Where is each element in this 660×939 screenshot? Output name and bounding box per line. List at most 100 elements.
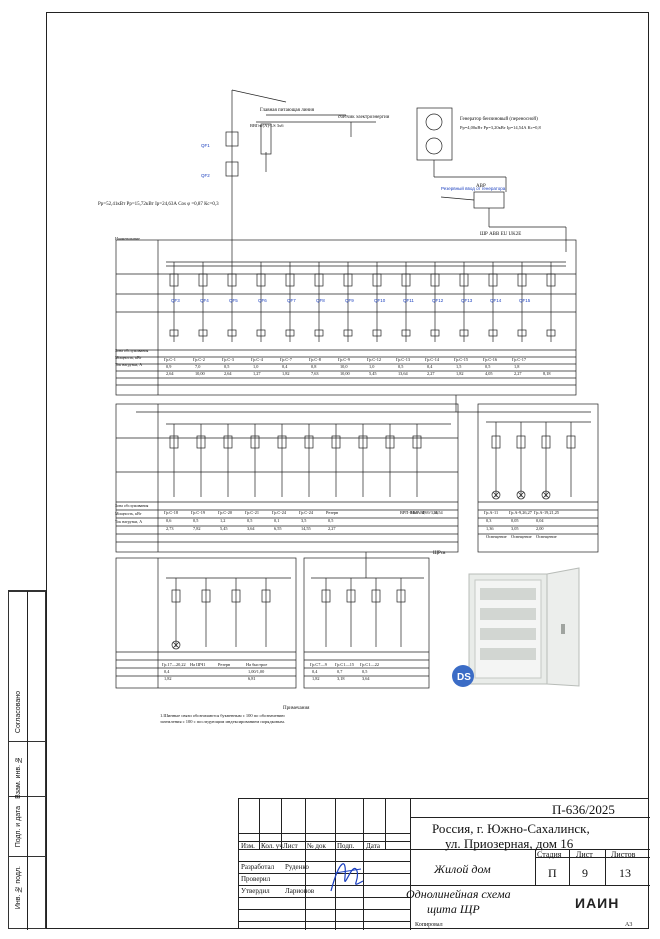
p1-current-cell: 2,27 <box>427 371 435 376</box>
abb-note: ШР АВВ EU UK2E <box>480 232 522 237</box>
p2-extra-cell: На АВР <box>411 510 426 515</box>
p3-power-cell: 0,3 <box>486 518 492 523</box>
p1-current-cell: 10,00 <box>340 371 350 376</box>
address-line1: Россия, г. Южно-Сахалинск, <box>432 821 590 836</box>
copied-label: Копировал <box>415 922 443 928</box>
p2-group-cell: Гр.С-24 <box>299 510 314 515</box>
format-label: А3 <box>625 922 633 928</box>
p1-row-label-zone: Зона обслуживания <box>115 348 149 353</box>
p1-current-cell: 13,64 <box>398 371 408 376</box>
p1-group-cell: Гр.С-4 <box>251 357 263 362</box>
p1-power-cell: 0,8 <box>311 364 317 369</box>
svg-text:QF13: QF13 <box>461 298 473 303</box>
p3-current-cell: 2,00 <box>536 526 544 531</box>
p2-extra-cell: ВРП-ВВВ <box>400 510 419 515</box>
notes-line1: 1.Шинные связи обозначаются буквенным с … <box>160 713 285 718</box>
p2-group-cell: Гр.С-20 <box>218 510 233 515</box>
p5-group-cell: Гр.С1—22 <box>360 662 380 667</box>
p2-group-cell: Резерв <box>326 510 339 515</box>
p1-power-cell: 1,5 <box>456 364 462 369</box>
rev-list: Лист <box>283 842 298 850</box>
p1-group-cell: Гр.С-15 <box>454 357 469 362</box>
p2-power-cell: 0,5 <box>193 518 199 523</box>
svg-text:QF11: QF11 <box>403 298 414 303</box>
building-name: Жилой дом <box>434 862 491 876</box>
p1-power-cell: 10,0 <box>340 364 348 369</box>
p5-current-cell: 3,64 <box>362 676 370 681</box>
notes-line2: заземления с 100 с последующим индексиро… <box>160 719 285 724</box>
p4-group-cell: На ШЧ1 <box>190 662 206 667</box>
svg-text:QF7: QF7 <box>287 298 296 303</box>
p5-group-cell: Гр.С7—9 <box>310 662 327 667</box>
cable-in-label: ВВГнг(А)-LS 3х6 <box>250 123 284 128</box>
p1-current-cell: 1,82 <box>456 371 464 376</box>
p1-row-label-current: Ток нагрузки, А <box>115 362 143 367</box>
p2-row-label-zone: Зона обслуживания <box>115 503 149 508</box>
p2-current-cell: 2,73 <box>166 526 174 531</box>
p4-current-cell: 1,82 <box>164 676 172 681</box>
totals-label: Рр=52,41кВт Рр=15,72кВт Ip=24,63А Cos φ … <box>98 202 219 207</box>
drawing-frame <box>46 12 649 929</box>
svg-text:QF9: QF9 <box>345 298 354 303</box>
p2-row-label-power: Мощность, кВт <box>115 511 142 516</box>
sheet-value: 9 <box>582 866 588 880</box>
p5-current-cell: 3,18 <box>337 676 345 681</box>
svg-text:QF12: QF12 <box>432 298 444 303</box>
svg-text:QF3: QF3 <box>171 298 180 303</box>
p1-power-cell: 0,9 <box>166 364 172 369</box>
svg-text:DS: DS <box>457 672 471 683</box>
p1-current-cell: 1,82 <box>282 371 290 376</box>
p1-group-cell: Гр.С-1 <box>164 357 176 362</box>
p1-current-cell: 8,18 <box>543 371 551 376</box>
name-approved: Ларионов <box>285 887 315 895</box>
p1-group-cell: Гр.С-8 <box>309 357 321 362</box>
p3-group-cell: Гр.А-11 <box>484 510 499 515</box>
p3-current-cell: 1,36 <box>486 526 494 531</box>
p5-power-cell: 0,5 <box>362 669 368 674</box>
svg-text:QF4: QF4 <box>200 298 209 303</box>
p2-current-cell: 7,82 <box>193 526 201 531</box>
p1-row-label-power: Мощность, кВт <box>115 355 142 360</box>
side-label-agreed: Согласовано <box>15 691 22 734</box>
p1-current-cell: 7,63 <box>311 371 319 376</box>
p1-group-cell: Гр.С-7 <box>280 357 292 362</box>
p1-current-cell: 2,27 <box>514 371 522 376</box>
p5-power-cell: 0,4 <box>312 669 318 674</box>
title-block: П-636/2025 Россия, г. Южно-Сахалинск, ул… <box>238 798 650 930</box>
side-strip: Согласовано Взам. инв. № Подп. и дата Ин… <box>8 590 46 930</box>
p4-group-cell: Гр.17—20,22 <box>162 662 186 667</box>
p1-group-cell: Гр.С-13 <box>396 357 411 362</box>
p1-power-cell: 1,0 <box>253 364 259 369</box>
p1-current-cell: 4,05 <box>485 371 493 376</box>
panel5-title: ЩРсв <box>433 551 446 556</box>
p3-power-cell: 0,04 <box>536 518 544 523</box>
side-label-sign-date: Подп. и дата <box>15 806 22 848</box>
p3-name-cell: Освещение <box>486 534 507 539</box>
role-checked: Проверил <box>241 875 271 883</box>
atv-label: АВР <box>476 184 486 189</box>
p3-power-cell: 0,05 <box>511 518 519 523</box>
p1-group-cell: Гр.С-16 <box>483 357 498 362</box>
p3-name-cell: Освещение <box>511 534 532 539</box>
side-label-inv: Инв. № подл. <box>15 866 22 910</box>
generator-params: Рр=4,00кВт Рр=3,20кВт Ip=14,54А Кс=0,8 <box>460 125 541 130</box>
p3-group-cell: Гр.А-9,26,27 <box>509 510 532 515</box>
rev-sign: Подп. <box>337 842 355 850</box>
p2-power-cell: 0,6 <box>166 518 172 523</box>
rev-kol: Кол. уч <box>261 842 283 850</box>
generator-label: Генератор бензиновый (переносной) <box>460 117 538 122</box>
p1-group-cell: Гр.С-12 <box>367 357 382 362</box>
signature <box>330 863 364 892</box>
svg-text:QF8: QF8 <box>316 298 325 303</box>
svg-text:QF6: QF6 <box>258 298 267 303</box>
p1-power-cell: 0,5 <box>398 364 404 369</box>
p1-group-cell: Гр.С-14 <box>425 357 440 362</box>
meter-label: счетчик электроэнергии <box>338 115 390 120</box>
p1-power-cell: 0,4 <box>427 364 433 369</box>
p5-current-cell: 1,82 <box>312 676 320 681</box>
p4-power-cell: 1,00/1,00 <box>248 669 265 674</box>
p1-current-cell: 1,27 <box>253 371 261 376</box>
p2-current-cell: 2,27 <box>328 526 336 531</box>
p1-power-cell: 1,8 <box>514 364 520 369</box>
